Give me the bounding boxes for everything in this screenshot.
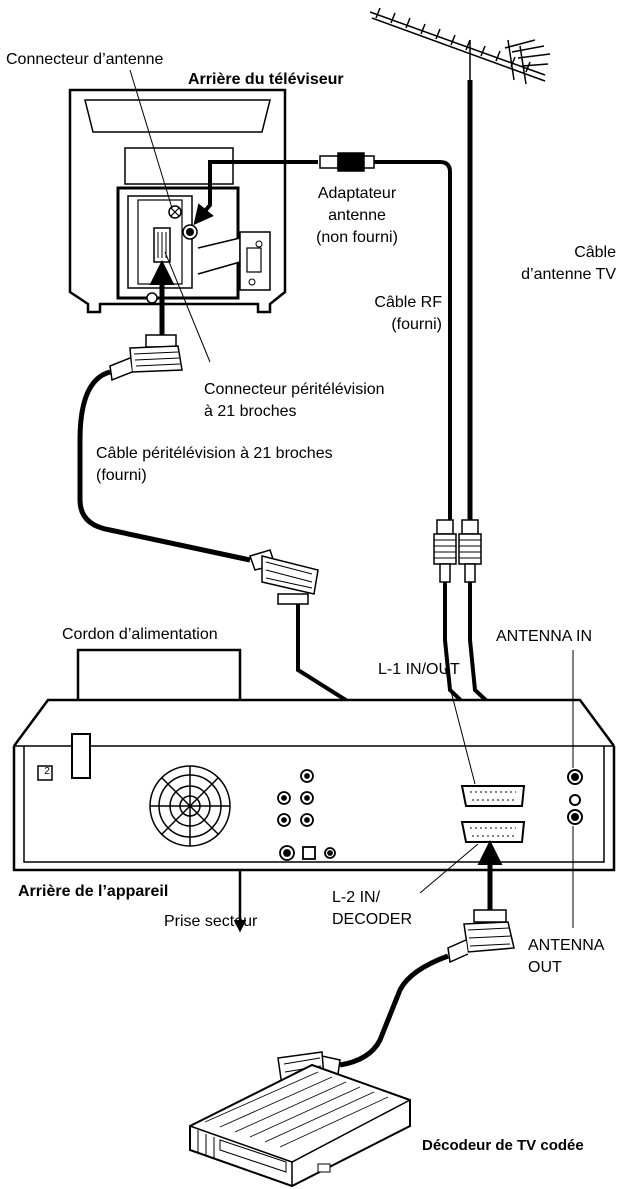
label-unit-rear: Arrière de l’appareil [18, 883, 169, 900]
label-outlet: Prise secteur [164, 913, 258, 930]
label-decoder: Décodeur de TV codée [422, 1137, 584, 1154]
leader-lines [129, 69, 574, 928]
label-rf-cable-line2: (fourni) [391, 316, 442, 333]
vcr-rear [12, 698, 616, 872]
label-scart-cable-line1: Câble péritélévision à 21 broches [96, 445, 333, 462]
av-jacks [277, 769, 336, 861]
tv-rear [68, 88, 287, 314]
label-adapter-line3: (non fourni) [316, 229, 398, 246]
vcr-scart-ports [460, 785, 526, 843]
antenna-adapter [319, 152, 375, 172]
tv-scart-cable [77, 260, 319, 605]
label-scart-connector-line1: Connecteur péritélévision [204, 381, 385, 398]
vcr-antenna-jacks [567, 769, 583, 825]
label-tv-rear: Arrière du téléviseur [188, 71, 344, 88]
label-power-cord: Cordon d’alimentation [62, 626, 218, 643]
label-l2-line2: DECODER [332, 911, 413, 928]
label-tv-cable-line1: Câble [574, 244, 616, 261]
label-scart-cable-line2: (fourni) [96, 467, 147, 484]
label-adapter-line1: Adaptateur [317, 185, 397, 202]
decoder-box [189, 1063, 411, 1188]
label-tv-cable-line2: d’antenne TV [521, 266, 616, 283]
label-antenna-out-line1: ANTENNA [528, 937, 605, 954]
label-antenna-connector: Connecteur d’antenne [6, 51, 164, 68]
badge-number: 2 [44, 766, 50, 777]
label-l2-line1: L-2 IN/ [332, 889, 381, 906]
tv-aerial [369, 7, 551, 85]
label-l1-in-out: L-1 IN/OUT [378, 661, 460, 678]
fan-grille [149, 765, 231, 847]
label-antenna-in: ANTENNA IN [496, 628, 593, 645]
label-antenna-out-line2: OUT [528, 959, 562, 976]
rf-plugs [433, 519, 482, 583]
decoder-scart-cable [277, 840, 515, 1097]
adapter-to-tv-arrow [193, 160, 318, 226]
label-rf-cable-line1: Câble RF [374, 294, 442, 311]
tv-antenna-cable [467, 80, 555, 765]
label-adapter-line2: antenne [328, 207, 386, 224]
label-scart-connector-line2: à 21 broches [204, 403, 297, 420]
